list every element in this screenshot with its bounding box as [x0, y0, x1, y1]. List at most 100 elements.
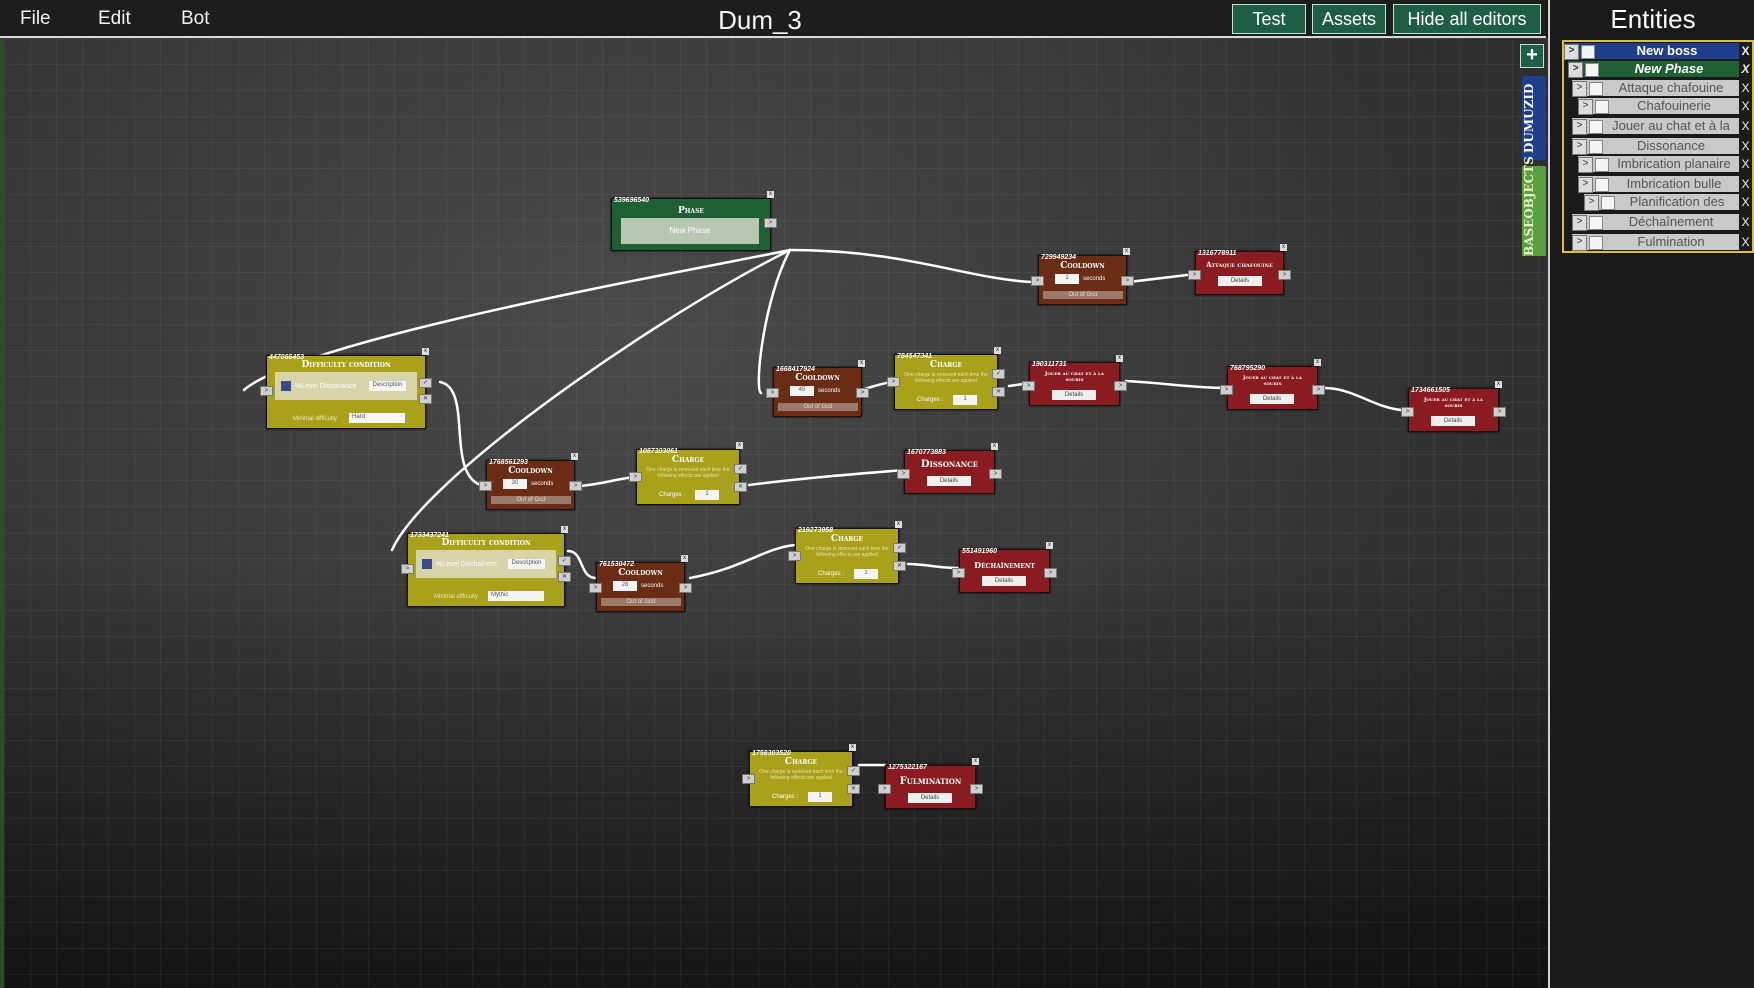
add-entity-button[interactable]: +: [1520, 44, 1544, 68]
remove-icon[interactable]: X: [1739, 118, 1752, 134]
input-port[interactable]: >: [401, 564, 414, 574]
node-close-button[interactable]: x: [736, 442, 743, 449]
node-close-button[interactable]: x: [858, 360, 865, 367]
tree-item-spell[interactable]: > Fulmination X: [1572, 234, 1752, 251]
visibility-checkbox[interactable]: [1595, 178, 1609, 192]
visibility-checkbox[interactable]: [1595, 100, 1609, 114]
cooldown-node[interactable]: 761530472 x Cooldown 28 seconds Out of G…: [589, 555, 692, 612]
tree-item-boss[interactable]: > New boss X: [1564, 43, 1752, 60]
assets-button[interactable]: Assets: [1312, 4, 1386, 34]
visibility-checkbox[interactable]: [1589, 120, 1603, 134]
charge-empty-port[interactable]: ✕: [847, 784, 860, 794]
expand-icon[interactable]: >: [1578, 157, 1593, 173]
expand-icon[interactable]: >: [1568, 62, 1583, 78]
false-port[interactable]: ✕: [558, 572, 571, 582]
cooldown-node[interactable]: 729949234 x Cooldown 1 seconds Out of Gc…: [1031, 248, 1134, 305]
charges-input[interactable]: 1: [854, 569, 878, 579]
expand-icon[interactable]: >: [1572, 139, 1587, 155]
difficulty-select[interactable]: Hard: [349, 413, 405, 423]
charges-input[interactable]: 1: [808, 792, 832, 802]
hide-all-editors-button[interactable]: Hide all editors: [1393, 4, 1541, 34]
description-button[interactable]: Description: [508, 559, 545, 569]
expand-icon[interactable]: >: [1578, 177, 1593, 193]
input-port[interactable]: >: [1031, 276, 1044, 286]
visibility-checkbox[interactable]: [1589, 82, 1603, 96]
expand-icon[interactable]: >: [1564, 44, 1579, 60]
input-port[interactable]: >: [629, 472, 642, 482]
output-port[interactable]: >: [569, 481, 582, 491]
remove-icon[interactable]: X: [1739, 176, 1752, 192]
input-port[interactable]: >: [1188, 270, 1201, 280]
output-port[interactable]: >: [1114, 381, 1127, 391]
details-button[interactable]: Details: [1218, 276, 1262, 286]
remove-icon[interactable]: X: [1739, 234, 1752, 250]
charge-available-port[interactable]: ✓: [847, 766, 860, 776]
node-close-button[interactable]: x: [561, 526, 568, 533]
cooldown-node[interactable]: 1768561293 x Cooldown 30 seconds Out of …: [479, 453, 582, 510]
tree-item-spell[interactable]: > Dissonance X: [1572, 138, 1752, 155]
node-close-button[interactable]: x: [1123, 248, 1130, 255]
output-port[interactable]: >: [970, 784, 983, 794]
visibility-checkbox[interactable]: [1589, 216, 1603, 230]
details-button[interactable]: Details: [908, 793, 952, 803]
output-port[interactable]: >: [679, 583, 692, 593]
charge-available-port[interactable]: ✓: [893, 543, 906, 553]
output-port[interactable]: >: [856, 388, 869, 398]
remove-icon[interactable]: X: [1739, 43, 1752, 59]
difficulty-condition-node[interactable]: 447066453 x Difficulty condition %Level …: [260, 348, 432, 429]
node-close-button[interactable]: x: [767, 191, 774, 198]
charge-node[interactable]: 219273958 x Charge One charge is removed…: [788, 521, 906, 584]
charge-available-port[interactable]: ✓: [734, 464, 747, 474]
remove-icon[interactable]: X: [1739, 194, 1752, 210]
expand-icon[interactable]: >: [1572, 215, 1587, 231]
input-port[interactable]: >: [788, 551, 801, 561]
out-of-gcd-toggle[interactable]: Out of Gcd: [1043, 291, 1123, 299]
out-of-gcd-toggle[interactable]: Out of Gcd: [601, 598, 681, 606]
input-port[interactable]: >: [766, 388, 779, 398]
details-button[interactable]: Details: [1052, 390, 1096, 400]
cooldown-seconds-input[interactable]: 30: [503, 479, 527, 489]
details-button[interactable]: Details: [1250, 394, 1294, 404]
phase-name-field[interactable]: New Phase: [621, 218, 759, 244]
tree-item-spell[interactable]: > Imbrication planaire X: [1578, 156, 1752, 173]
remove-icon[interactable]: X: [1739, 98, 1752, 114]
visibility-checkbox[interactable]: [1589, 236, 1603, 250]
remove-icon[interactable]: X: [1739, 80, 1752, 96]
cooldown-seconds-input[interactable]: 28: [613, 581, 637, 591]
output-port[interactable]: >: [1044, 568, 1057, 578]
charges-input[interactable]: 1: [695, 490, 719, 500]
node-close-button[interactable]: x: [994, 347, 1001, 354]
menu-bot[interactable]: Bot: [181, 8, 210, 29]
expand-icon[interactable]: >: [1572, 81, 1587, 97]
visibility-checkbox[interactable]: [1589, 140, 1603, 154]
spell-node[interactable]: 1734661505 x Jouer au chat et à la souri…: [1401, 381, 1506, 432]
remove-icon[interactable]: X: [1739, 214, 1752, 230]
node-close-button[interactable]: x: [1116, 355, 1123, 362]
visibility-checkbox[interactable]: [1595, 158, 1609, 172]
node-close-button[interactable]: x: [1314, 359, 1321, 366]
charge-empty-port[interactable]: ✕: [893, 561, 906, 571]
output-port[interactable]: >: [1121, 276, 1134, 286]
remove-icon[interactable]: X: [1739, 156, 1752, 172]
details-button[interactable]: Details: [1431, 416, 1475, 426]
output-port[interactable]: >: [989, 469, 1002, 479]
menu-file[interactable]: File: [20, 8, 51, 29]
charge-empty-port[interactable]: ✕: [992, 387, 1005, 397]
charge-node[interactable]: 1087303061 x Charge One charge is remove…: [629, 442, 747, 505]
out-of-gcd-toggle[interactable]: Out of Gcd: [491, 496, 571, 504]
input-port[interactable]: >: [897, 469, 910, 479]
test-button[interactable]: Test: [1232, 4, 1306, 34]
cooldown-seconds-input[interactable]: 45: [790, 386, 814, 396]
tree-item-phase[interactable]: > New Phase X: [1568, 61, 1752, 78]
graph-canvas[interactable]: 539696540 x Phase New Phase > 447066453 …: [0, 38, 1550, 988]
expand-icon[interactable]: >: [1584, 195, 1599, 211]
tree-item-spell[interactable]: > Imbrication bulle X: [1578, 176, 1752, 193]
node-close-button[interactable]: x: [571, 453, 578, 460]
tree-item-spell[interactable]: > Déchaînement X: [1572, 214, 1752, 231]
node-close-button[interactable]: x: [1495, 381, 1502, 388]
expand-icon[interactable]: >: [1572, 119, 1587, 135]
out-of-gcd-toggle[interactable]: Out of Gcd: [778, 403, 858, 411]
tree-item-spell[interactable]: > Chafouinerie X: [1578, 98, 1752, 115]
visibility-checkbox[interactable]: [1585, 63, 1599, 77]
true-port[interactable]: ✓: [419, 378, 432, 388]
